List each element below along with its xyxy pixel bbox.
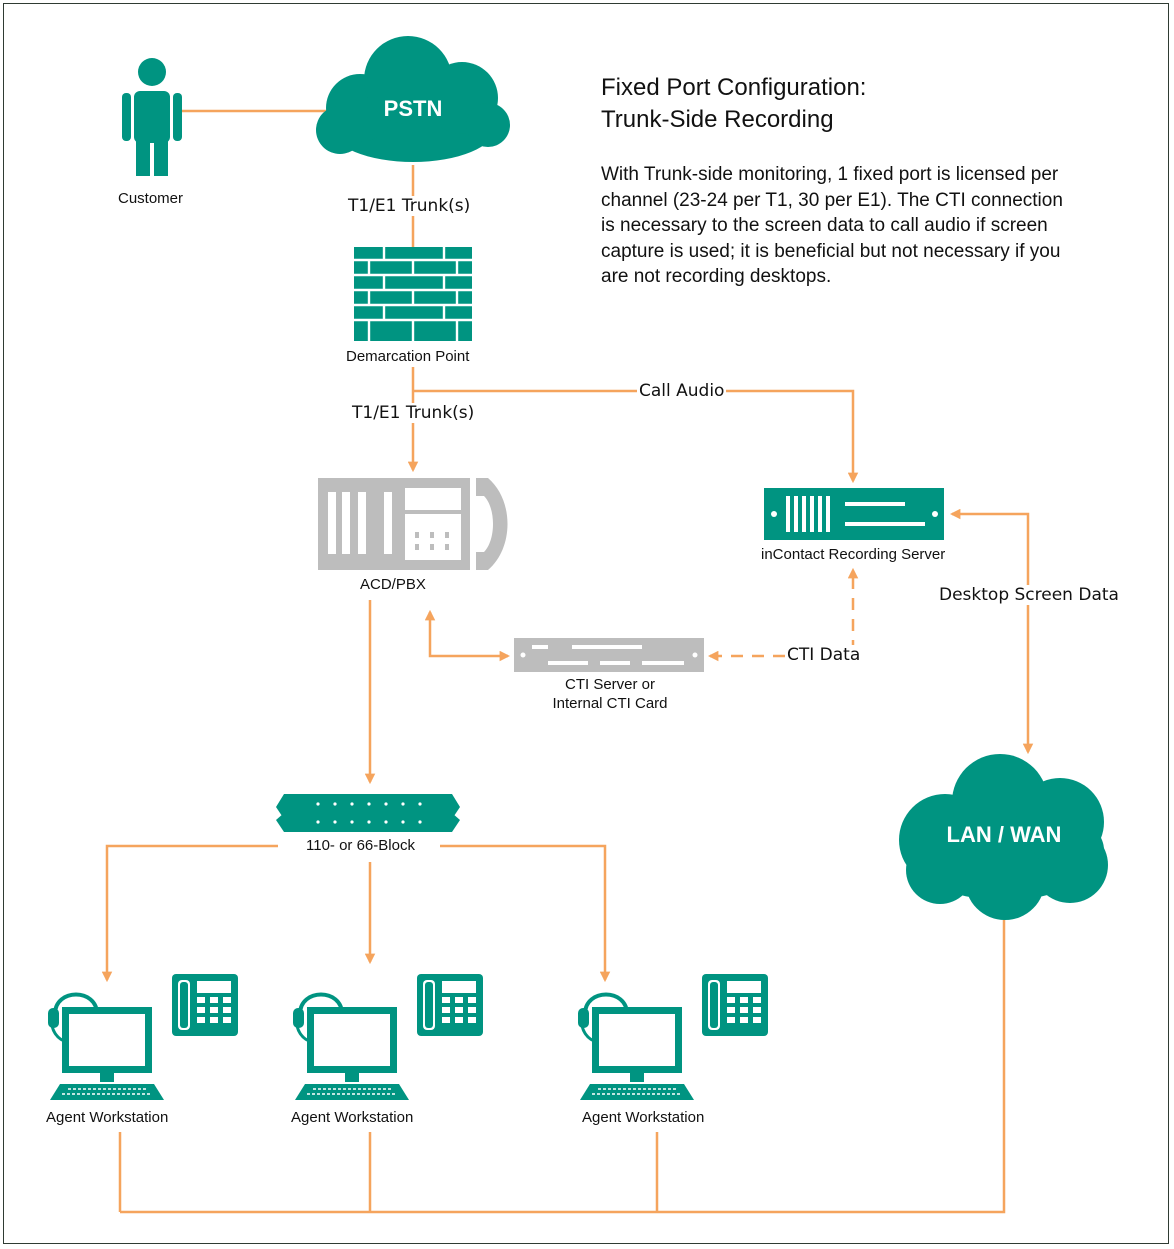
agent-workstation-label-2: Agent Workstation (291, 1109, 414, 1126)
edge-bus-lan (120, 898, 1006, 1214)
lan-wan-label: LAN / WAN (946, 822, 1062, 847)
recording-server-icon (764, 488, 944, 540)
cti-data-label: CTI Data (785, 645, 863, 665)
edge-block-ws3 (440, 844, 611, 983)
punch-block-dot (350, 820, 354, 824)
title-line-2: Trunk-Side Recording (601, 106, 834, 133)
agent-workstation-label-1: Agent Workstation (46, 1109, 169, 1126)
pstn-label: PSTN (383, 96, 443, 121)
customer-person-icon (122, 58, 182, 176)
demarcation-firewall-icon (354, 247, 472, 341)
punch-block-dot (367, 820, 371, 824)
desktop-screen-data-label: Desktop Screen Data (937, 585, 1121, 605)
punch-block-label: 110- or 66-Block (303, 837, 418, 854)
punch-block-dot (401, 802, 405, 806)
punch-block-dot (367, 802, 371, 806)
pstn-cloud-icon (316, 36, 510, 162)
diagram-description: With Trunk-side monitoring, 1 fixed port… (601, 164, 1063, 287)
trunk-top-label: T1/E1 Trunk(s) (346, 196, 473, 216)
punch-block-dot (316, 802, 320, 806)
demarcation-label: Demarcation Point (346, 348, 470, 365)
call-audio-label: Call Audio (637, 381, 727, 401)
punch-block-icon (276, 794, 460, 832)
cti-server-icon (514, 638, 704, 672)
punch-block-dot (316, 820, 320, 824)
punch-block-dot (418, 802, 422, 806)
agent-workstation-label-3: Agent Workstation (582, 1109, 705, 1126)
punch-block-dot (418, 820, 422, 824)
trunk-bottom-label: T1/E1 Trunk(s) (350, 403, 477, 423)
acd-pbx-icon (318, 478, 508, 570)
cti-server-label-line-1: CTI Server or (564, 676, 655, 693)
punch-block-dot (333, 820, 337, 824)
punch-block-dot (384, 802, 388, 806)
diagram-frame (3, 3, 1169, 1244)
acd-pbx-label: ACD/PBX (360, 576, 426, 593)
edge-cti-data (707, 567, 859, 662)
diagram-title: Fixed Port Configuration: Trunk-Side Rec… (601, 72, 866, 136)
customer-label: Customer (118, 190, 184, 207)
edge-block-ws1 (101, 844, 278, 983)
punch-block-dot (401, 820, 405, 824)
agent-workstation-icon-1 (46, 972, 240, 1102)
punch-block-dot (333, 802, 337, 806)
recording-server-label: inContact Recording Server (761, 546, 946, 563)
edge-desktop-screen-data (949, 508, 1034, 755)
punch-block-dot (384, 820, 388, 824)
title-line-1: Fixed Port Configuration: (601, 74, 867, 101)
cti-server-label-line-2: Internal CTI Card (552, 695, 668, 712)
edge-call-audio (413, 389, 859, 484)
punch-block-dot (350, 802, 354, 806)
lan-wan-cloud-icon (899, 754, 1108, 920)
edge-acd-cti (424, 609, 511, 662)
agent-workstation-icon-3 (576, 972, 770, 1102)
agent-workstation-icon-2 (291, 972, 485, 1102)
